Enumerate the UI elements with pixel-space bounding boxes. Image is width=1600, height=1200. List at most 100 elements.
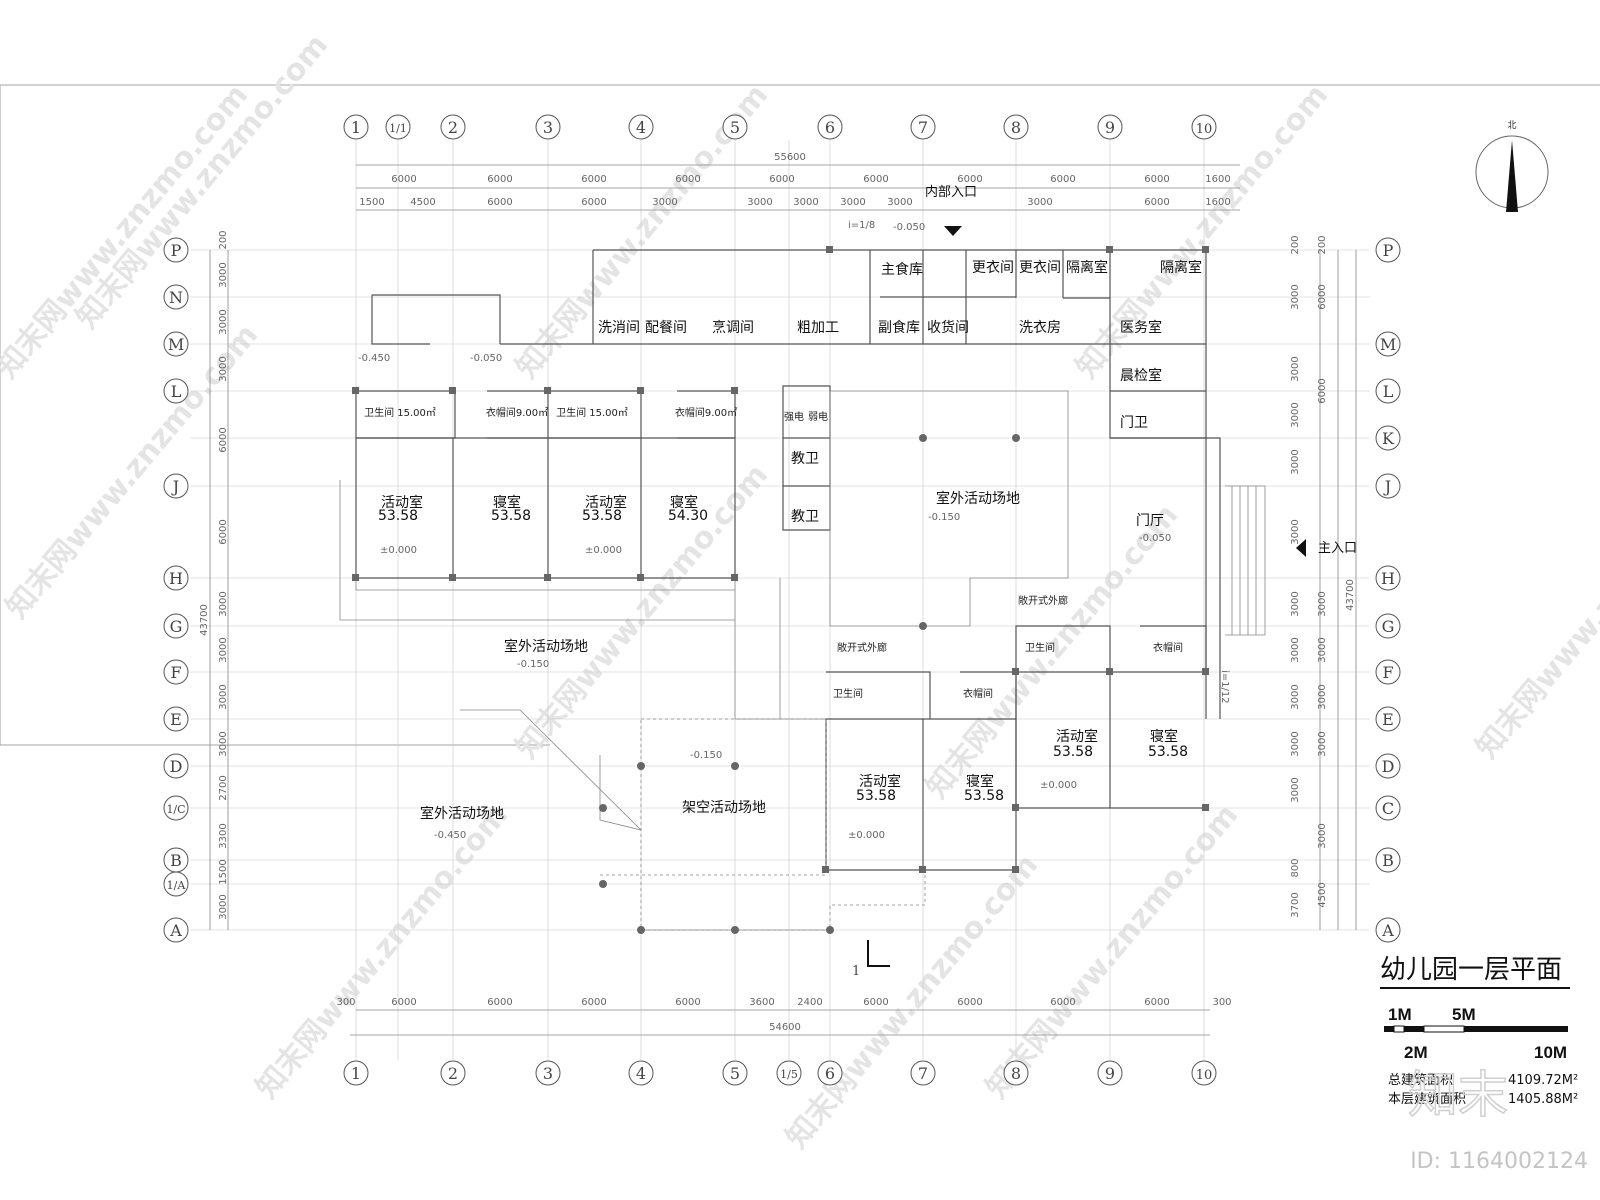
dim-ra-3: 3000 xyxy=(1290,402,1301,427)
dim-top-2-9: 3000 xyxy=(1027,197,1052,208)
axis-bubble-top-7: 7 xyxy=(910,114,936,140)
dim-ra-8: 3000 xyxy=(1290,684,1301,709)
dim-top-2-1: 4500 xyxy=(410,197,435,208)
svg-text:3: 3 xyxy=(543,1064,553,1083)
dim-top-1-5: 6000 xyxy=(863,174,888,185)
room-weak-electric: 弱电 xyxy=(808,410,828,423)
svg-text:9: 9 xyxy=(1105,1064,1115,1083)
axis-bubble-left-J: J xyxy=(163,473,189,499)
dim-top-1-2: 6000 xyxy=(581,174,606,185)
dim-ra-2: 3000 xyxy=(1290,356,1301,381)
dim-rb-1: 6000 xyxy=(1317,284,1328,309)
room-outdoor-play-3: 室外活动场地 xyxy=(420,805,504,822)
axis-bubble-right-M: M xyxy=(1375,331,1401,357)
room-toilet-1: 卫生间 15.00㎡ xyxy=(364,406,436,419)
axis-bubble-top-3: 3 xyxy=(535,114,561,140)
axis-bubble-top-9: 9 xyxy=(1097,114,1123,140)
axis-bubble-left-N: N xyxy=(163,284,189,310)
room-disinfection: 洗消间 xyxy=(598,320,640,336)
dim-rb-8: 4500 xyxy=(1317,882,1328,907)
svg-text:6: 6 xyxy=(825,118,835,137)
scale-bar xyxy=(1384,1025,1568,1033)
dim-top-2-2: 6000 xyxy=(487,197,512,208)
watermark-9: 知末网www.znzmo.com xyxy=(249,798,515,1105)
level-10: ±0.000 xyxy=(1040,780,1077,791)
svg-text:F: F xyxy=(170,663,181,682)
room-labels: 主食库 更衣间 更衣间 隔离室 隔离室 洗消间 配餐间 烹调间 粗加工 副食库 … xyxy=(364,259,1202,822)
room-changing-2: 更衣间 xyxy=(1019,260,1061,276)
svg-text:1: 1 xyxy=(351,118,361,137)
dim-top-1-7: 6000 xyxy=(1050,174,1075,185)
dim-bot-9: 6000 xyxy=(1050,997,1075,1008)
internal-entrance-label: 内部入口 xyxy=(925,184,977,200)
level-2: -0.450 xyxy=(358,353,390,364)
svg-text:L: L xyxy=(1383,382,1394,401)
dim-rb-3: 3000 xyxy=(1317,591,1328,616)
svg-text:C: C xyxy=(1382,799,1394,818)
svg-text:F: F xyxy=(1382,663,1393,682)
level-3: -0.050 xyxy=(470,353,502,364)
room-cloakroom-4: 衣帽间 xyxy=(1153,641,1183,654)
svg-text:L: L xyxy=(171,382,182,401)
svg-text:D: D xyxy=(1382,757,1395,776)
dim-bot-3: 6000 xyxy=(581,997,606,1008)
dim-top-total: 55600 xyxy=(774,152,806,163)
axis-bubble-bottom-2: 2 xyxy=(440,1060,466,1086)
dim-top-2-5: 3000 xyxy=(747,197,772,208)
dim-bot-10: 6000 xyxy=(1144,997,1169,1008)
room-lobby: 门厅 xyxy=(1136,513,1164,529)
axis-bubble-left-F: F xyxy=(163,659,189,685)
svg-text:1: 1 xyxy=(351,1064,361,1083)
room-cloakroom-1: 衣帽间9.00㎡ xyxy=(486,406,548,419)
axis-bubble-left-E: E xyxy=(163,706,189,732)
svg-text:7: 7 xyxy=(918,1064,928,1083)
axis-bubble-bottom-1-5: 1/5 xyxy=(776,1060,802,1086)
main-entrance-label: 主入口 xyxy=(1318,541,1357,556)
svg-text:4: 4 xyxy=(636,118,646,137)
dim-rb-2: 6000 xyxy=(1317,378,1328,403)
room-bedroom-4: 寝室 xyxy=(1150,728,1178,745)
dimension-chains: 55600 6000 6000 6000 6000 6000 6000 6000… xyxy=(199,152,1357,1036)
axis-bubble-bottom-8: 8 xyxy=(1003,1060,1029,1086)
axis-bubble-top-8: 8 xyxy=(1003,114,1029,140)
dim-ra-0: 200 xyxy=(1290,235,1301,254)
room-laundry: 洗衣房 xyxy=(1019,320,1061,336)
level-slope-2: i=1/12 xyxy=(1219,670,1230,704)
svg-text:J: J xyxy=(171,477,179,496)
svg-text:6: 6 xyxy=(825,1064,835,1083)
total-area-value: 4109.72M² xyxy=(1508,1073,1578,1088)
svg-text:1/5: 1/5 xyxy=(780,1068,798,1081)
axis-bubble-left-D: D xyxy=(163,753,189,779)
level-9: -0.150 xyxy=(690,750,722,761)
dim-top-1-0: 6000 xyxy=(391,174,416,185)
floor-area-label: 本层建筑面积 xyxy=(1388,1091,1466,1107)
scale-2m: 2M xyxy=(1404,1043,1428,1062)
dim-bot-1: 6000 xyxy=(391,997,416,1008)
dim-bot-4: 6000 xyxy=(675,997,700,1008)
room-isolation-2: 隔离室 xyxy=(1160,259,1202,276)
dim-left-0: 200 xyxy=(218,230,229,249)
dim-ra-6: 3000 xyxy=(1290,591,1301,616)
axis-bubble-top-4: 4 xyxy=(628,114,654,140)
image-id: ID: 1164002124 xyxy=(1410,1149,1588,1174)
level-slope-1: i=1/8 xyxy=(848,220,875,231)
dim-left-6: 3000 xyxy=(218,591,229,616)
watermark-8: 知末网www.znzmo.com xyxy=(979,798,1245,1105)
axis-bubble-right-B: B xyxy=(1375,847,1401,873)
dim-ra-1: 3000 xyxy=(1290,284,1301,309)
level-4: ±0.000 xyxy=(380,545,417,556)
svg-text:1/1: 1/1 xyxy=(389,122,407,135)
axis-bubble-right-P: P xyxy=(1375,237,1401,263)
dim-top-1-6: 6000 xyxy=(957,174,982,185)
dim-left-7: 3000 xyxy=(218,637,229,662)
axis-bubble-left-P: P xyxy=(163,237,189,263)
room-bedroom-3-area: 53.58 xyxy=(964,788,1004,804)
svg-text:2: 2 xyxy=(448,118,458,137)
dim-ra-5: 3000 xyxy=(1290,519,1301,544)
dim-left-10: 2700 xyxy=(218,775,229,800)
scale-5m: 5M xyxy=(1452,1005,1476,1024)
svg-text:P: P xyxy=(171,241,182,260)
room-cooking: 烹调间 xyxy=(712,319,754,336)
axis-bubble-top-2: 2 xyxy=(440,114,466,140)
